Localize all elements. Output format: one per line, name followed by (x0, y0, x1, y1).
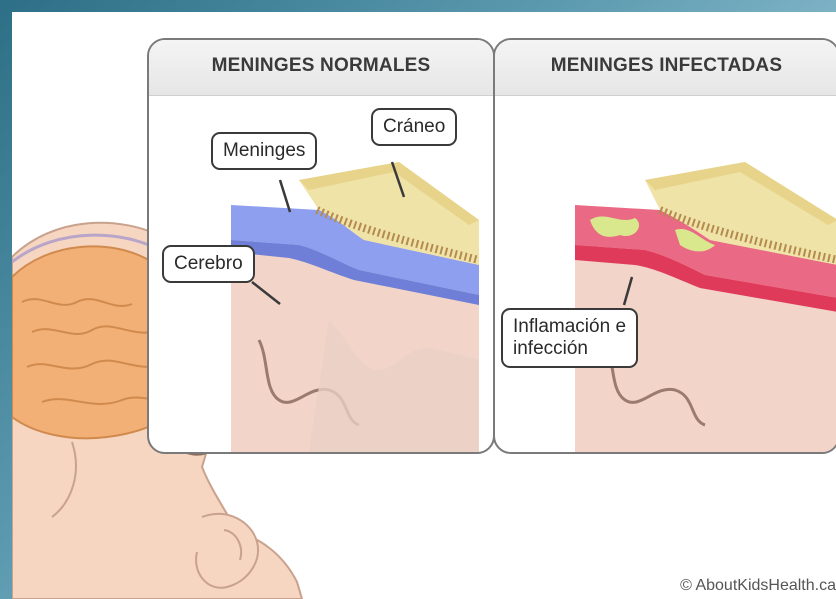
callout-pointers (12, 12, 836, 599)
diagram-canvas: MENINGES NORMALES Cráneo Meninges Cerebr… (12, 12, 836, 599)
